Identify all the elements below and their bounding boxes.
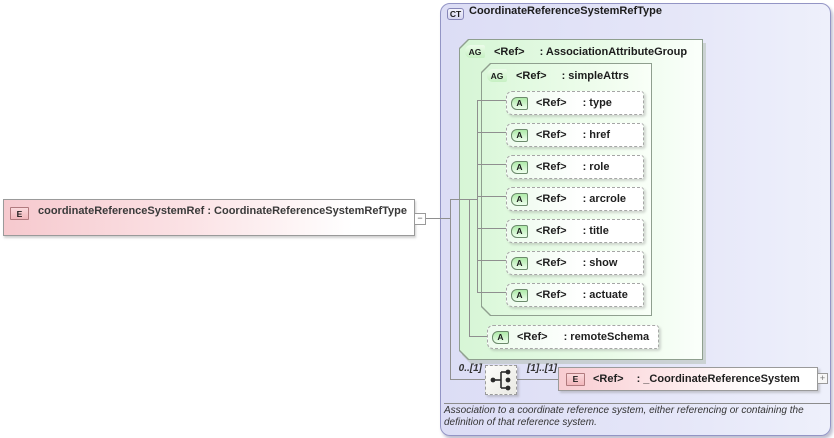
attribute-name: : type xyxy=(582,97,612,109)
connector-line xyxy=(477,196,508,197)
attribute-box-type[interactable]: A <Ref> : type xyxy=(506,91,644,115)
attribute-name: : title xyxy=(582,225,609,237)
collapse-handle-icon[interactable]: − xyxy=(414,213,426,225)
attribute-name: : role xyxy=(582,161,610,173)
connector-line xyxy=(450,199,478,200)
connector-line xyxy=(477,228,508,229)
element-box-coordinate-reference-system-ref[interactable]: E coordinateReferenceSystemRef : Coordin… xyxy=(3,199,415,236)
ref-label: <Ref> xyxy=(517,331,548,343)
attribute-box-href[interactable]: A <Ref> : href xyxy=(506,123,644,147)
attribute-name: : href xyxy=(582,129,611,141)
annotation-text: Association to a coordinate reference sy… xyxy=(444,405,804,428)
connector-line xyxy=(426,218,450,219)
connector-line xyxy=(477,292,508,293)
connector-line xyxy=(477,164,508,165)
attribute-group-badge: AG xyxy=(465,45,485,58)
ref-label: <Ref> xyxy=(536,257,567,269)
attribute-badge: A xyxy=(511,224,528,238)
attribute-box-role[interactable]: A <Ref> : role xyxy=(506,155,644,179)
attribute-box-actuate[interactable]: A <Ref> : actuate xyxy=(506,283,644,307)
attribute-name: : show xyxy=(582,257,618,269)
attribute-badge: A xyxy=(511,192,528,206)
cardinality-label-right: [1]..[1] xyxy=(527,363,557,374)
attribute-name: : remoteSchema xyxy=(563,331,650,343)
attribute-box-title[interactable]: A <Ref> : title xyxy=(506,219,644,243)
connector-line xyxy=(477,260,508,261)
complex-type-badge: CT xyxy=(447,8,464,20)
connector-line xyxy=(477,100,508,101)
ref-label: <Ref> xyxy=(536,193,567,205)
attribute-group-header-simple-attrs[interactable]: AG <Ref> : simpleAttrs xyxy=(487,69,629,82)
expand-handle-icon[interactable]: + xyxy=(817,373,828,384)
element-ref-name: : _CoordinateReferenceSystem xyxy=(636,373,800,385)
annotation-separator xyxy=(444,403,830,404)
attribute-group-name: : simpleAttrs xyxy=(561,69,629,82)
connector-line xyxy=(469,199,470,337)
attribute-box-show[interactable]: A <Ref> : show xyxy=(506,251,644,275)
ref-label: <Ref> xyxy=(536,225,567,237)
cardinality-label-left: 0..[1] xyxy=(458,363,482,374)
attribute-box-remote-schema[interactable]: A <Ref> : remoteSchema xyxy=(487,325,659,349)
connector-line xyxy=(469,336,489,337)
attribute-badge: A xyxy=(511,256,528,270)
attribute-name: : arcrole xyxy=(582,193,626,205)
attribute-badge: A xyxy=(492,330,509,344)
sequence-icon xyxy=(490,369,511,391)
connector-line xyxy=(516,379,559,380)
ref-label: <Ref> xyxy=(536,97,567,109)
attribute-badge: A xyxy=(511,96,528,110)
connector-line xyxy=(450,199,451,380)
element-ref-box-coordinate-reference-system[interactable]: E <Ref> : _CoordinateReferenceSystem xyxy=(558,367,818,391)
ref-label: <Ref> xyxy=(494,45,525,58)
complex-type-title: CoordinateReferenceSystemRefType xyxy=(469,5,662,17)
attribute-group-name: : AssociationAttributeGroup xyxy=(539,45,688,58)
connector-line xyxy=(477,132,508,133)
attribute-badge: A xyxy=(511,160,528,174)
attribute-group-badge: AG xyxy=(487,69,507,82)
sequence-compositor[interactable] xyxy=(485,365,517,395)
ref-label: <Ref> xyxy=(516,69,547,82)
element-badge: E xyxy=(10,207,29,220)
ref-label: <Ref> xyxy=(593,373,624,385)
attribute-name: : actuate xyxy=(582,289,628,301)
element-ref-badge: E xyxy=(566,372,585,386)
ref-label: <Ref> xyxy=(536,161,567,173)
attribute-group-header-association[interactable]: AG <Ref> : AssociationAttributeGroup xyxy=(465,45,687,58)
element-label: coordinateReferenceSystemRef : Coordinat… xyxy=(37,205,408,217)
ref-label: <Ref> xyxy=(536,129,567,141)
ref-label: <Ref> xyxy=(536,289,567,301)
attribute-box-arcrole[interactable]: A <Ref> : arcrole xyxy=(506,187,644,211)
connector-line xyxy=(450,379,486,380)
attribute-badge: A xyxy=(511,288,528,302)
attribute-badge: A xyxy=(511,128,528,142)
